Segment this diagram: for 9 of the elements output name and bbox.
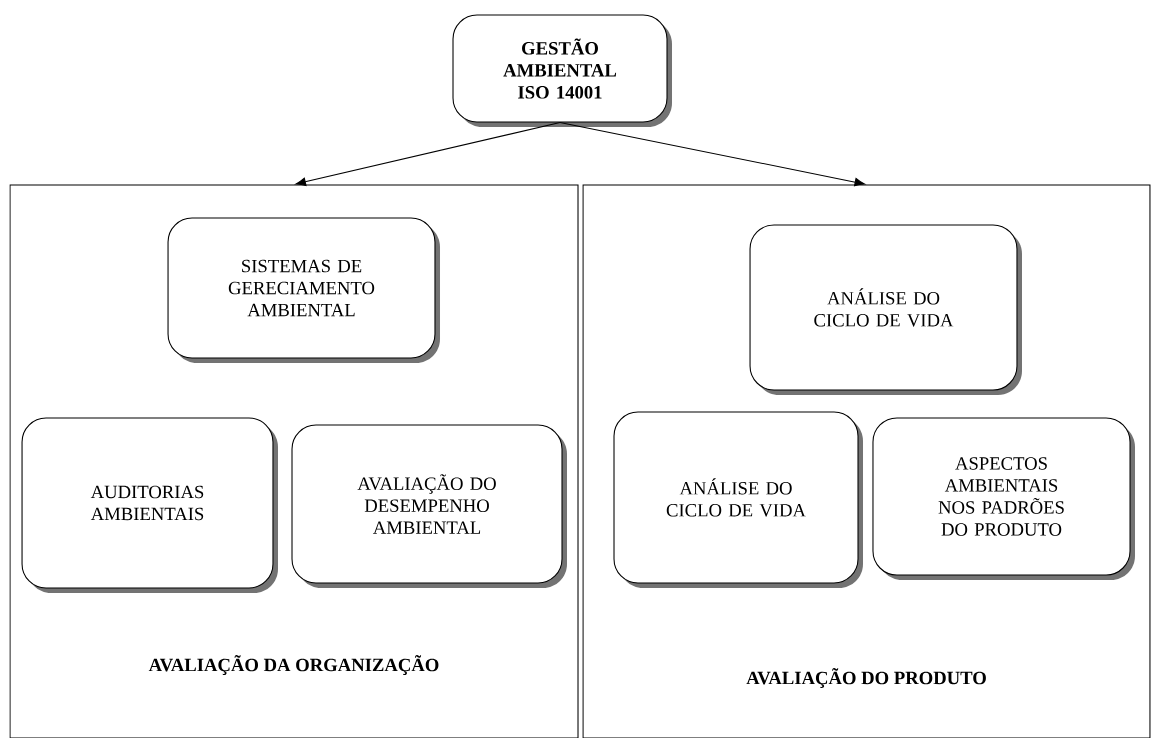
rounded-box: ASPECTOS AMBIENTAIS NOS PADRÕES DO PRODUTO [872,417,1135,580]
rounded-box: ANÁLISE DO CICLO DE VIDA [613,411,863,588]
rounded-box: AUDITORIAS AMBIENTAIS [21,417,278,593]
rounded-box: SISTEMAS DE GERECIAMENTO AMBIENTAL [167,217,440,363]
arrow [559,121,865,187]
rounded-box: AVALIAÇÃO DO DESEMPENHO AMBIENTAL [291,424,567,588]
rounded-box: ANÁLISE DO CICLO DE VIDA [749,224,1022,395]
arrow [295,121,561,186]
rounded-box: GESTÃO AMBIENTAL ISO 14001 [452,14,672,127]
